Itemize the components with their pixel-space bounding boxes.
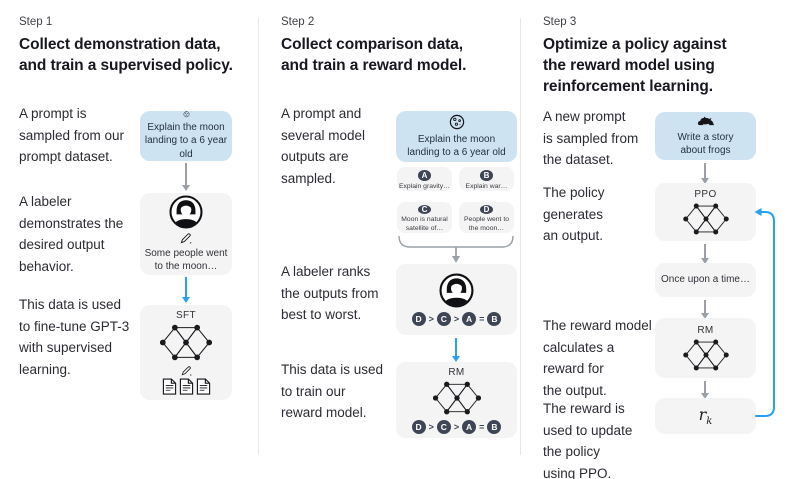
flow-arrow-down-blue-icon — [452, 338, 460, 362]
neural-network-icon — [682, 339, 729, 370]
rank-separator: > — [428, 421, 434, 432]
ppo-label: PPO — [694, 188, 717, 200]
step1-demo-text: Some people went to the moon… — [144, 247, 228, 273]
step3-ppo-box: PPO — [655, 183, 756, 241]
step2-rm-box: RM D > C > A = B — [396, 362, 517, 438]
step3-output-box: Once upon a time… — [655, 263, 756, 297]
step2-prompt-box: Explain the moon landing to a 6 year old — [396, 111, 517, 162]
step3-label: Step 3 — [543, 16, 577, 28]
output-text: Explain war… — [465, 182, 508, 190]
policy-output-text: Once upon a time… — [661, 274, 750, 286]
rank-chip: B — [487, 312, 502, 326]
step2-paragraph-2: A labeler ranks the outputs from best to… — [281, 264, 379, 322]
step3-rm-box: RM — [655, 318, 756, 378]
rm-label: RM — [697, 324, 714, 336]
neural-network-icon — [432, 381, 481, 414]
rank-chip: C — [436, 419, 451, 434]
feedback-loop-arrow-icon — [754, 208, 775, 417]
step2-paragraph-1: A prompt and several model outputs are s… — [281, 106, 366, 186]
output-card-a: A Explain gravity… — [397, 167, 452, 191]
step1-label: Step 1 — [19, 16, 53, 28]
labeler-avatar-icon — [439, 273, 474, 308]
frog-icon — [697, 116, 714, 125]
labeler-avatar-icon — [169, 194, 203, 229]
flow-arrow-down-blue-icon — [182, 277, 190, 303]
step1-paragraph-1: A prompt is sampled from our prompt data… — [19, 106, 125, 164]
step2-title: Collect comparison data, and train a rew… — [281, 36, 467, 74]
rank-chip: B — [487, 419, 502, 434]
pencil-icon — [181, 366, 191, 376]
output-card-d: D People went to the moon… — [459, 202, 514, 233]
sft-label: SFT — [175, 310, 197, 321]
output-letter: B — [480, 170, 493, 181]
step2-labeler-box: D > C > A = B — [396, 264, 517, 335]
pencil-icon — [180, 232, 192, 244]
step2-prompt-text: Explain the moon landing to a 6 year old — [407, 133, 506, 159]
moon-icon — [449, 114, 464, 129]
output-letter: A — [418, 170, 431, 181]
step3-prompt-box: Write a story about frogs — [655, 112, 756, 160]
flow-arrow-down-icon — [182, 163, 190, 191]
rank-chip: D — [411, 312, 426, 326]
step3-reward-box: rk — [655, 398, 756, 434]
step3-paragraph-2: The policy generates an output. — [543, 185, 605, 243]
flow-arrow-down-icon — [701, 381, 709, 399]
flow-arrow-down-icon — [701, 163, 709, 184]
flow-arrow-down-icon — [701, 244, 709, 264]
rank-chip: C — [436, 312, 451, 326]
rank-separator: = — [479, 314, 485, 324]
moon-icon — [183, 111, 189, 118]
step3-title: Optimize a policy against the reward mod… — [543, 36, 727, 95]
output-card-c: C Moon is natural satellite of… — [397, 202, 452, 233]
rank-separator: > — [428, 314, 434, 324]
step3-paragraph-1: A new prompt is sampled from the dataset… — [543, 109, 639, 167]
rank-separator: > — [453, 314, 460, 324]
step1-sft-box: SFT — [140, 305, 232, 400]
neural-network-icon — [682, 203, 729, 234]
ranking-row: D > C > A = B — [411, 419, 502, 434]
documents-icon — [162, 378, 211, 395]
output-text: Moon is natural satellite of… — [401, 216, 448, 232]
step1-title: Collect demonstration data, and train a … — [19, 36, 233, 74]
step1-prompt-box: Explain the moon landing to a 6 year old — [140, 111, 232, 161]
step1-prompt-text: Explain the moon landing to a 6 year old — [144, 121, 228, 160]
output-letter: C — [418, 205, 431, 214]
column-divider — [258, 18, 259, 455]
ranking-row: D > C > A = B — [411, 312, 502, 326]
step1-paragraph-2: A labeler demonstrates the desired outpu… — [19, 194, 124, 274]
brace-connector-icon — [398, 236, 514, 263]
reward-value: rk — [698, 404, 713, 428]
step2-label: Step 2 — [281, 16, 315, 28]
column-divider — [520, 18, 521, 455]
rank-chip: D — [411, 419, 426, 434]
rm-label: RM — [448, 366, 465, 378]
output-letter: D — [480, 205, 493, 214]
step2-paragraph-3: This data is used to train our reward mo… — [281, 362, 384, 420]
step3-prompt-text: Write a story about frogs — [677, 131, 734, 157]
step3-paragraph-4: The reward is used to update the policy … — [543, 401, 633, 479]
step1-labeler-box: Some people went to the moon… — [140, 193, 232, 275]
output-text: Explain gravity… — [399, 182, 450, 190]
step1-paragraph-3: This data is used to fine-tune GPT-3 wit… — [19, 297, 130, 377]
rank-chip: A — [462, 419, 477, 434]
output-card-b: B Explain war… — [459, 167, 514, 191]
rank-separator: > — [453, 421, 460, 432]
rank-separator: = — [479, 421, 485, 432]
output-text: People went to the moon… — [464, 216, 509, 232]
neural-network-icon — [160, 324, 212, 361]
flow-arrow-down-icon — [701, 300, 709, 319]
step3-paragraph-3: The reward model calculates a reward for… — [543, 318, 652, 398]
rank-chip: A — [462, 312, 477, 326]
